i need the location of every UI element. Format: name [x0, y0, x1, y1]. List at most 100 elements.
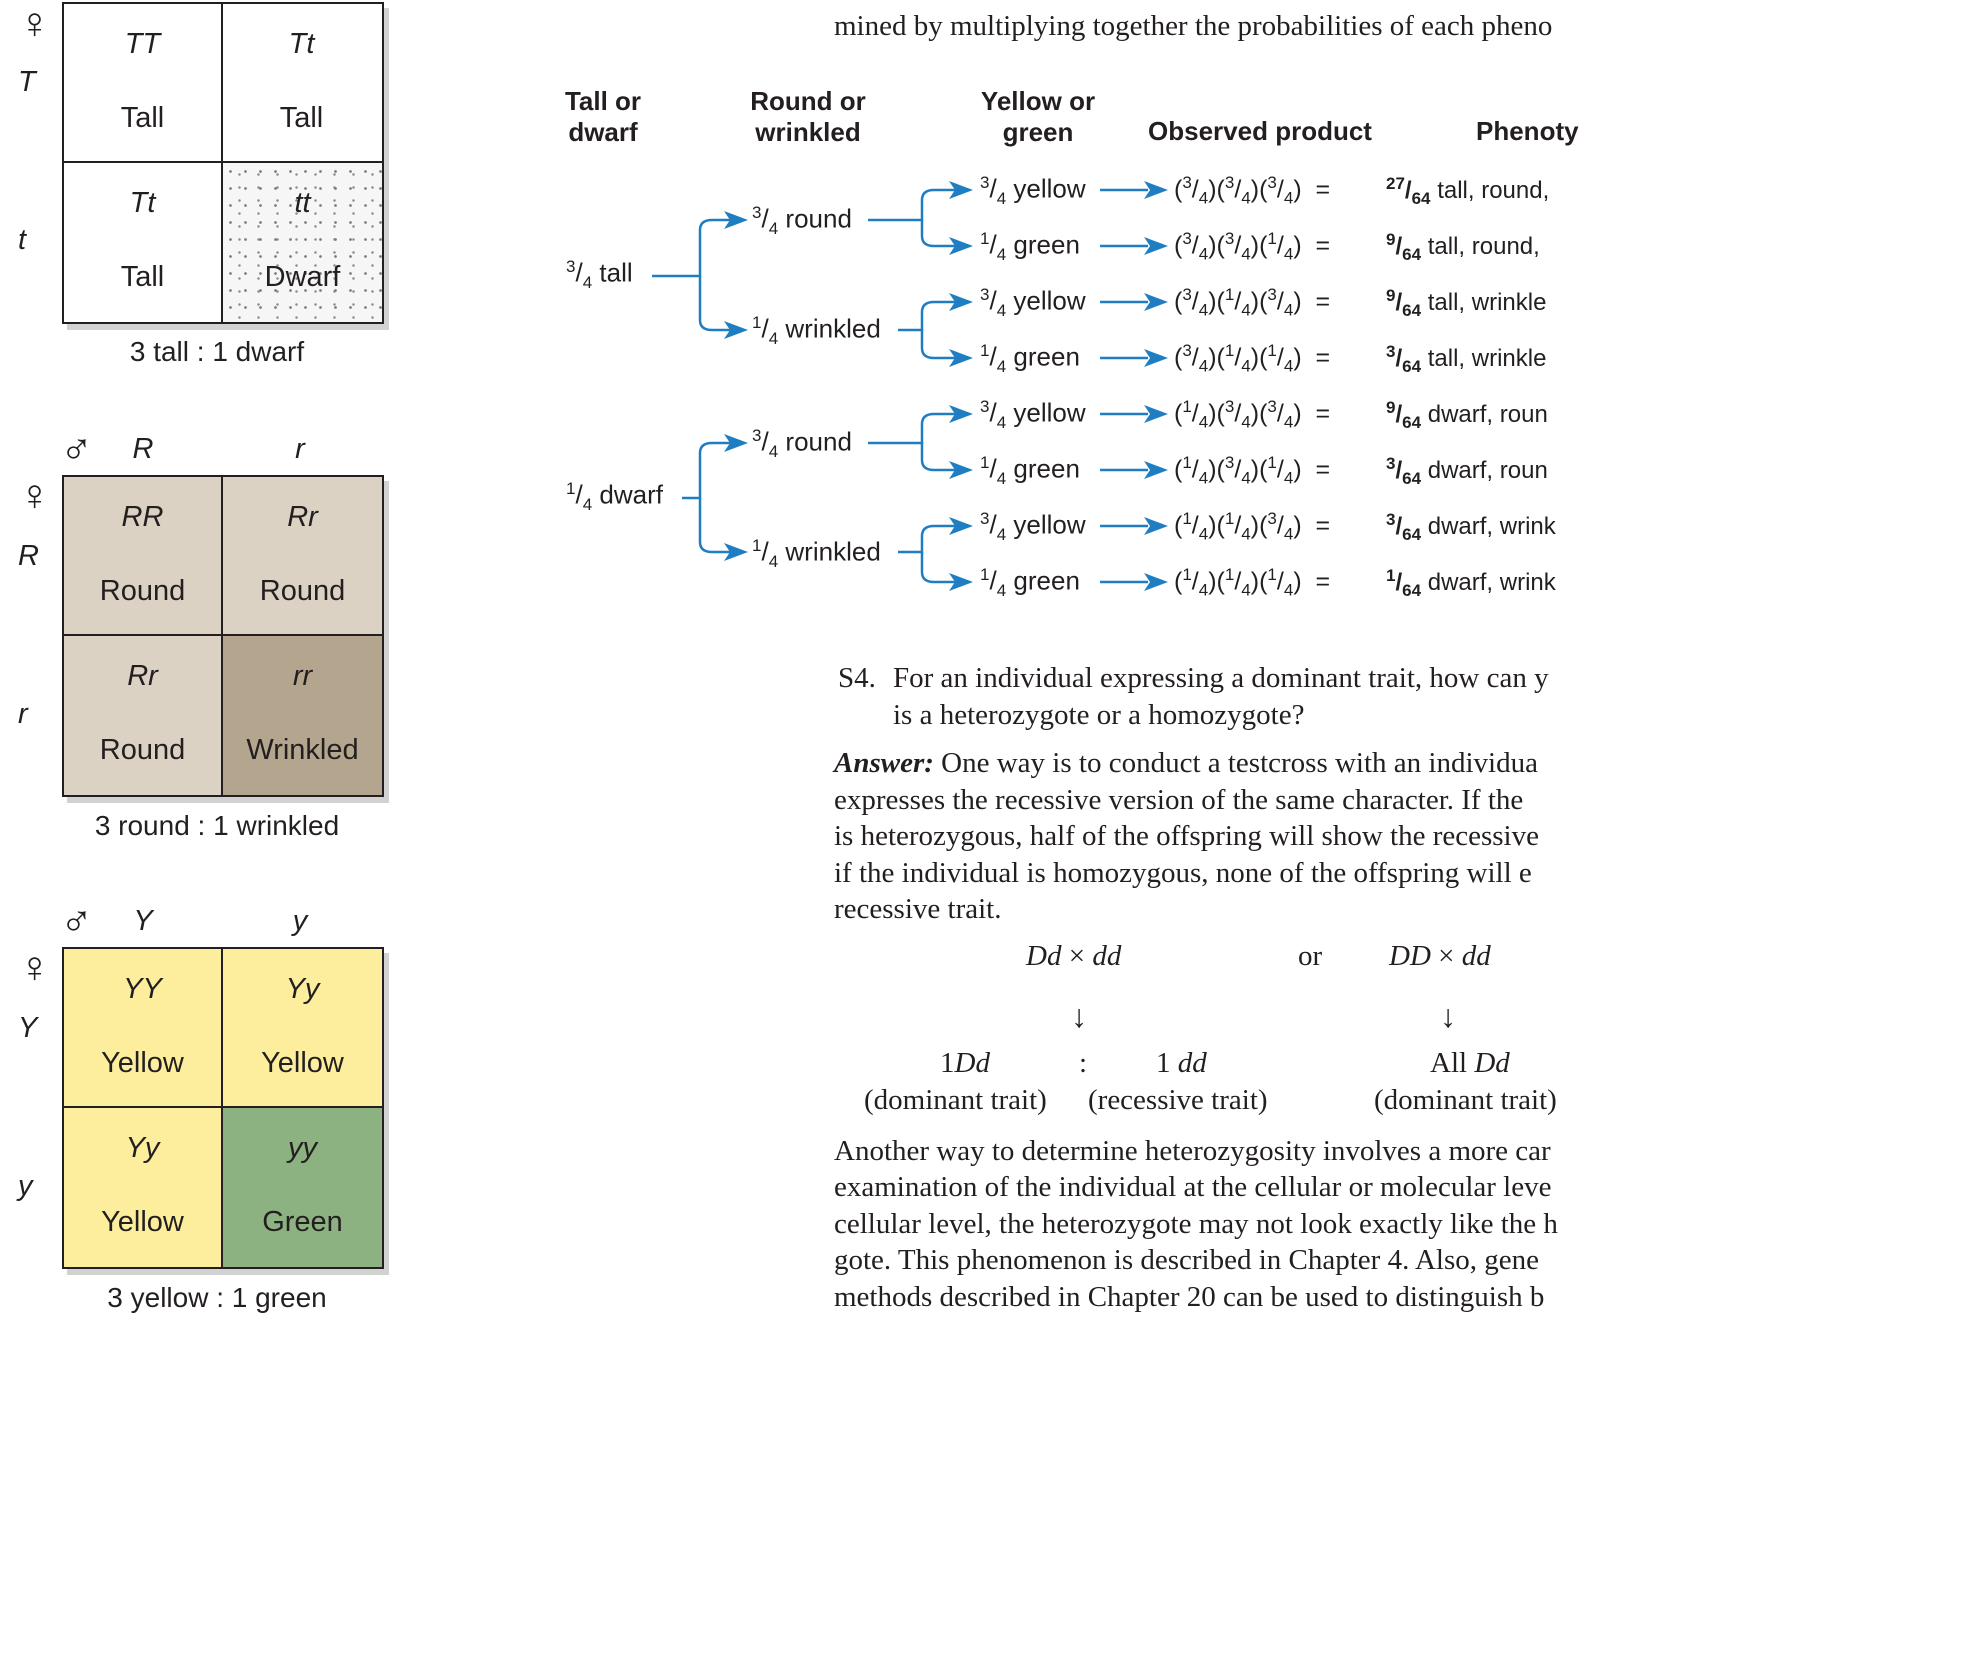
punnett-cell: Yy Yellow: [64, 1108, 221, 1267]
female-symbol: ♀: [18, 0, 51, 48]
question-line: is a heterozygote or a homozygote?: [893, 699, 1305, 731]
result-colon: :: [1079, 1047, 1088, 1079]
body-line: methods described in Chapter 20 can be u…: [834, 1281, 1545, 1313]
tall-label: 3/4 tall: [566, 257, 633, 292]
phenotype-result: 27/64 tall, round,: [1386, 174, 1550, 208]
genotype: Rr: [127, 660, 158, 692]
result-recessive: 1 dd: [1156, 1047, 1207, 1079]
female-symbol: ♀: [18, 471, 51, 520]
side-allele: t: [18, 224, 27, 256]
label-recessive-trait: (recessive trait): [1088, 1084, 1268, 1116]
side-allele: R: [18, 540, 39, 572]
branch-line: [868, 412, 960, 445]
arrowhead: [1144, 181, 1168, 199]
phenotype: Round: [99, 734, 186, 766]
punnett-cell: Tt Tall: [223, 4, 380, 161]
top-allele: R: [132, 433, 154, 465]
body-line: Another way to determine heterozygosity …: [834, 1135, 1551, 1167]
phenotype: Dwarf: [264, 261, 341, 293]
arrowhead: [1144, 405, 1168, 423]
header-tall-or-dwarf: Tall or dwarf: [564, 86, 642, 147]
branch-lines: [652, 181, 1168, 591]
phenotype: Green: [262, 1206, 343, 1238]
genotype: RR: [121, 501, 164, 533]
observed-product: (1/4)(1/4)(3/4) =: [1174, 509, 1331, 544]
green-label: 1/4 green: [980, 341, 1080, 376]
top-allele: y: [292, 905, 308, 937]
label-dominant-trait: (dominant trait): [1374, 1084, 1557, 1116]
punnett-cell: RR Round: [64, 477, 221, 634]
genotype: yy: [288, 1132, 317, 1164]
arrowhead: [1144, 461, 1168, 479]
side-allele: Y: [18, 1012, 38, 1044]
grid-divider: [221, 949, 223, 1267]
body-line: cellular level, the heterozygote may not…: [834, 1208, 1558, 1240]
green-label: 1/4 green: [980, 229, 1080, 264]
observed-product: (1/4)(1/4)(1/4) =: [1174, 565, 1331, 600]
ratio-label: 3 yellow : 1 green: [107, 1282, 327, 1313]
phenotype-result: 9/64 tall, wrinkle: [1386, 286, 1547, 320]
phenotype: Yellow: [101, 1047, 184, 1079]
ratio-label: 3 round : 1 wrinkled: [94, 810, 340, 841]
phenotype-result: 9/64 tall, round,: [1386, 230, 1540, 264]
arrowhead: [724, 434, 748, 452]
question-number: S4.: [838, 662, 876, 694]
arrowhead: [949, 293, 973, 311]
header-round-or-wrinkled: Round or wrinkled: [750, 86, 866, 147]
result-all-dominant: All Dd: [1430, 1047, 1510, 1079]
ratio-label: 3 tall : 1 dwarf: [129, 336, 305, 367]
yellow-label: 3/4 yellow: [980, 285, 1086, 320]
grid-divider: [64, 634, 382, 636]
genotype: Yy: [125, 1132, 160, 1164]
branch-line: [868, 188, 960, 222]
arrowhead: [949, 237, 973, 255]
phenotype: Yellow: [261, 1047, 344, 1079]
answer-line: Answer: One way is to conduct a testcros…: [834, 747, 1538, 779]
genotype: YY: [123, 973, 162, 1005]
observed-product: (3/4)(1/4)(1/4) =: [1174, 341, 1331, 376]
intro-text: mined by multiplying together the probab…: [834, 10, 1553, 42]
punnett-cell-recessive: rr Wrinkled: [223, 636, 382, 795]
arrowhead: [724, 543, 748, 561]
side-allele: T: [18, 66, 36, 98]
arrowhead: [949, 573, 973, 591]
top-allele: Y: [133, 905, 153, 937]
male-symbol: ♂: [60, 425, 93, 474]
branch-line: [652, 218, 735, 278]
arrowhead: [1144, 573, 1168, 591]
punnett-cell-recessive: yy Green: [223, 1108, 382, 1267]
genotype: rr: [292, 660, 313, 692]
arrowhead: [724, 321, 748, 339]
arrowhead: [1144, 237, 1168, 255]
grid-divider: [64, 161, 382, 163]
round-label: 3/4 round: [752, 203, 852, 238]
phenotype: Round: [99, 575, 186, 607]
top-allele: r: [295, 433, 305, 465]
phenotype-result: 3/64 dwarf, roun: [1386, 454, 1548, 488]
green-label: 1/4 green: [980, 565, 1080, 600]
female-symbol: ♀: [18, 943, 51, 992]
punnett-cell: Tt Tall: [64, 163, 221, 320]
cross-right: DD × dd: [1389, 940, 1491, 972]
arrowhead: [949, 405, 973, 423]
observed-product: (1/4)(3/4)(1/4) =: [1174, 453, 1331, 488]
arrowhead: [949, 461, 973, 479]
punnett-grid: TT Tall Tt Tall Tt Tall tt Dwarf: [62, 2, 384, 324]
punnett-grid: RR Round Rr Round Rr Round rr Wrinkled: [62, 475, 384, 797]
observed-product: (3/4)(3/4)(3/4) =: [1174, 173, 1331, 208]
yellow-label: 3/4 yellow: [980, 509, 1086, 544]
header-yellow-or-green: Yellow or green: [980, 86, 1096, 147]
punnett-cell: Rr Round: [223, 477, 382, 634]
punnett-cell: Yy Yellow: [223, 949, 382, 1106]
green-label: 1/4 green: [980, 453, 1080, 488]
observed-product: (3/4)(3/4)(1/4) =: [1174, 229, 1331, 264]
yellow-label: 3/4 yellow: [980, 397, 1086, 432]
wrinkled-label: 1/4 wrinkled: [752, 536, 881, 571]
label-dominant-trait: (dominant trait): [864, 1084, 1047, 1116]
branch-line: [920, 552, 960, 584]
phenotype: Tall: [120, 102, 165, 134]
branch-line: [920, 220, 960, 248]
arrowhead: [1144, 293, 1168, 311]
male-symbol: ♂: [60, 897, 93, 946]
grid-divider: [221, 477, 223, 795]
